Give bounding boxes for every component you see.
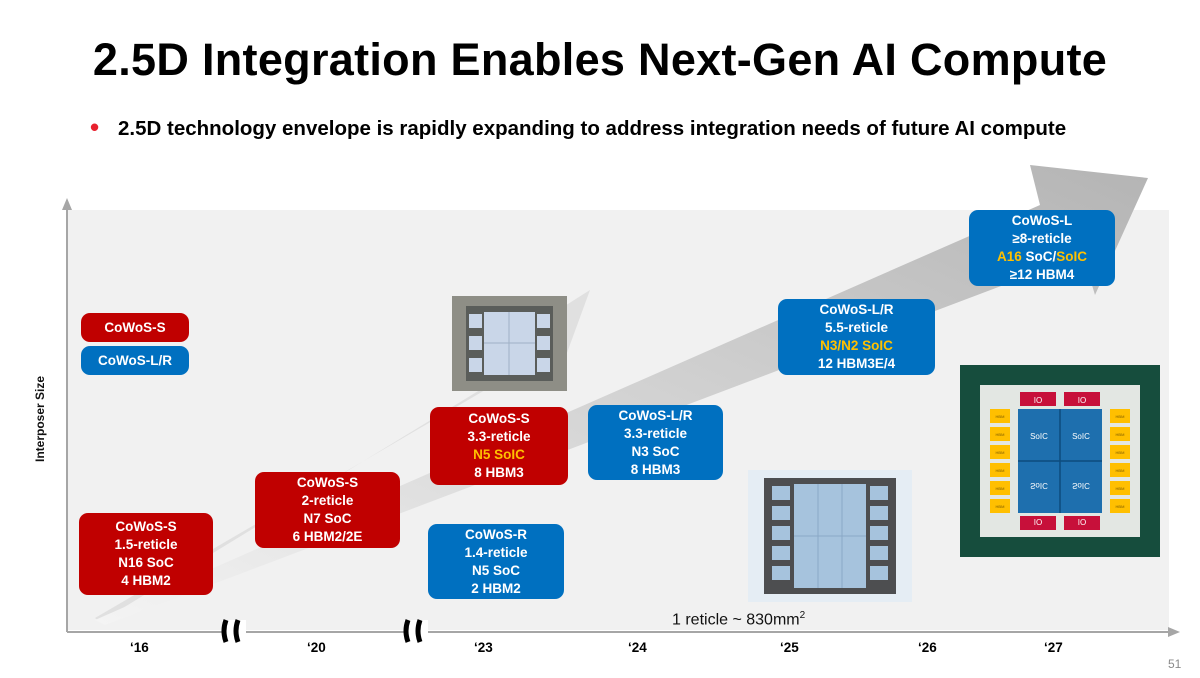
x-tick-26: ‘26	[918, 640, 937, 655]
bullet-text: 2.5D technology envelope is rapidly expa…	[118, 117, 1067, 140]
x-axis-arrowhead	[1168, 627, 1180, 637]
axis-break-1	[221, 619, 246, 643]
legend-cowos-s-label: CoWoS-S	[104, 319, 166, 335]
hbm-label: HBM	[996, 432, 1005, 437]
die-layout-graphic: IO IO IO IO SoIC SoIC SoIC SoIC HBM HBM …	[980, 385, 1140, 537]
box-2020-cowos-s: CoWoS-S 2-reticle N7 SoC 6 HBM2/2E	[255, 472, 400, 548]
io-label-top-2: IO	[1078, 396, 1086, 405]
box-line-highlight: N5 SoIC	[473, 447, 525, 462]
box-line: 6 HBM2/2E	[292, 529, 363, 544]
box-line: CoWoS-L/R	[819, 302, 894, 317]
box-line: N5 SoC	[471, 562, 520, 578]
x-tick-27: ‘27	[1044, 640, 1063, 655]
io-label-bottom-2: IO	[1078, 517, 1086, 526]
soc-text: SoC/	[1021, 249, 1057, 264]
die-layout-graphic	[469, 312, 550, 375]
box-2024-cowos-lr: CoWoS-L/R 3.3-reticle N3 SoC 8 HBM3	[588, 405, 723, 480]
hbm-label: HBM	[996, 450, 1005, 455]
die-substrate	[764, 478, 896, 594]
hbm-label: HBM	[996, 414, 1005, 419]
reticle-note: 1 reticle ~ 830mm2	[672, 610, 805, 629]
page-number: 51	[1168, 657, 1182, 671]
box-line: CoWoS-S	[115, 519, 177, 534]
soic-label-4: SoIC	[1072, 481, 1090, 490]
die-diagram-2027: IO IO IO IO SoIC SoIC SoIC SoIC HBM HBM …	[960, 365, 1160, 557]
hbm-label: HBM	[1116, 486, 1125, 491]
y-axis-label: Interposer Size	[33, 375, 47, 463]
box-line: CoWoS-S	[296, 475, 359, 490]
a16-text: A16	[996, 249, 1022, 264]
box-line-mixed: A16 SoC/SoIC	[997, 248, 1087, 266]
die-photo-2025	[748, 470, 912, 602]
box-line: 3.3-reticle	[623, 425, 688, 441]
soic-label-1: SoIC	[1030, 432, 1048, 441]
box-2023-cowos-s: CoWoS-S 3.3-reticle N5 SoIC 8 HBM3	[430, 407, 568, 485]
box-line: 8 HBM3	[474, 465, 524, 480]
box-2025-cowos-lr: CoWoS-L/R 5.5-reticle N3/N2 SoIC 12 HBM3…	[778, 299, 935, 375]
box-line: 8 HBM3	[630, 461, 681, 477]
io-label-top-1: IO	[1034, 396, 1042, 405]
box-line: 1.4-reticle	[464, 544, 528, 560]
box-2027-cowos-l: CoWoS-L ≥8-reticle A16 SoC/SoIC ≥12 HBM4	[969, 210, 1115, 286]
box-line-highlight: N3/N2 SoIC	[820, 338, 893, 353]
bullet-marker: •	[90, 112, 100, 142]
box-2023-cowos-r: CoWoS-R 1.4-reticle N5 SoC 2 HBM2	[428, 524, 564, 599]
x-tick-24: ‘24	[628, 640, 647, 655]
die-substrate	[466, 306, 553, 381]
box-line: ≥12 HBM4	[1009, 267, 1075, 282]
box-line: CoWoS-R	[465, 526, 527, 542]
box-line: ≥8-reticle	[1012, 231, 1072, 246]
hbm-label: HBM	[1116, 504, 1125, 509]
box-line: N3 SoC	[631, 443, 680, 459]
legend-cowos-s: CoWoS-S	[81, 313, 189, 342]
hbm-label: HBM	[996, 468, 1005, 473]
box-line: CoWoS-S	[468, 411, 530, 426]
axis-break-2	[403, 619, 428, 643]
io-label-bottom-1: IO	[1034, 517, 1042, 526]
box-line: 2-reticle	[301, 493, 354, 508]
slide-title: 2.5D Integration Enables Next-Gen AI Com…	[92, 34, 1108, 85]
x-tick-25: ‘25	[780, 640, 799, 655]
box-line: CoWoS-L	[1011, 213, 1073, 228]
legend-cowos-lr: CoWoS-L/R	[81, 346, 189, 375]
reticle-note-text: 1 reticle ~ 830mm	[672, 611, 800, 629]
hbm-label: HBM	[996, 504, 1005, 509]
soic-text: SoIC	[1056, 249, 1088, 264]
box-line: N16 SoC	[118, 555, 174, 570]
box-line: 12 HBM3E/4	[817, 356, 896, 371]
x-tick-20: ‘20	[307, 640, 326, 655]
box-2016-cowos-s: CoWoS-S 1.5-reticle N16 SoC 4 HBM2	[79, 513, 213, 595]
die-layout-graphic	[772, 484, 888, 588]
box-line: CoWoS-L/R	[618, 407, 693, 423]
soic-label-3: SoIC	[1030, 481, 1048, 490]
die-photo-2023	[452, 296, 567, 391]
box-line: 1.5-reticle	[114, 537, 178, 552]
box-line: 2 HBM2	[471, 580, 521, 596]
hbm-label: HBM	[1116, 414, 1125, 419]
reticle-note-superscript: 2	[799, 610, 806, 621]
x-tick-16: ‘16	[130, 640, 149, 655]
box-line: 4 HBM2	[121, 573, 171, 588]
soic-label-2: SoIC	[1072, 432, 1090, 441]
y-axis-arrowhead	[62, 198, 72, 210]
hbm-label: HBM	[996, 486, 1005, 491]
box-line: 3.3-reticle	[467, 429, 531, 444]
hbm-label: HBM	[1116, 432, 1125, 437]
legend-cowos-lr-label: CoWoS-L/R	[98, 352, 172, 368]
hbm-label: HBM	[1116, 468, 1125, 473]
hbm-label: HBM	[1116, 450, 1125, 455]
x-tick-23: ‘23	[474, 640, 493, 655]
box-line: 5.5-reticle	[824, 320, 889, 335]
box-line: N7 SoC	[303, 511, 352, 526]
